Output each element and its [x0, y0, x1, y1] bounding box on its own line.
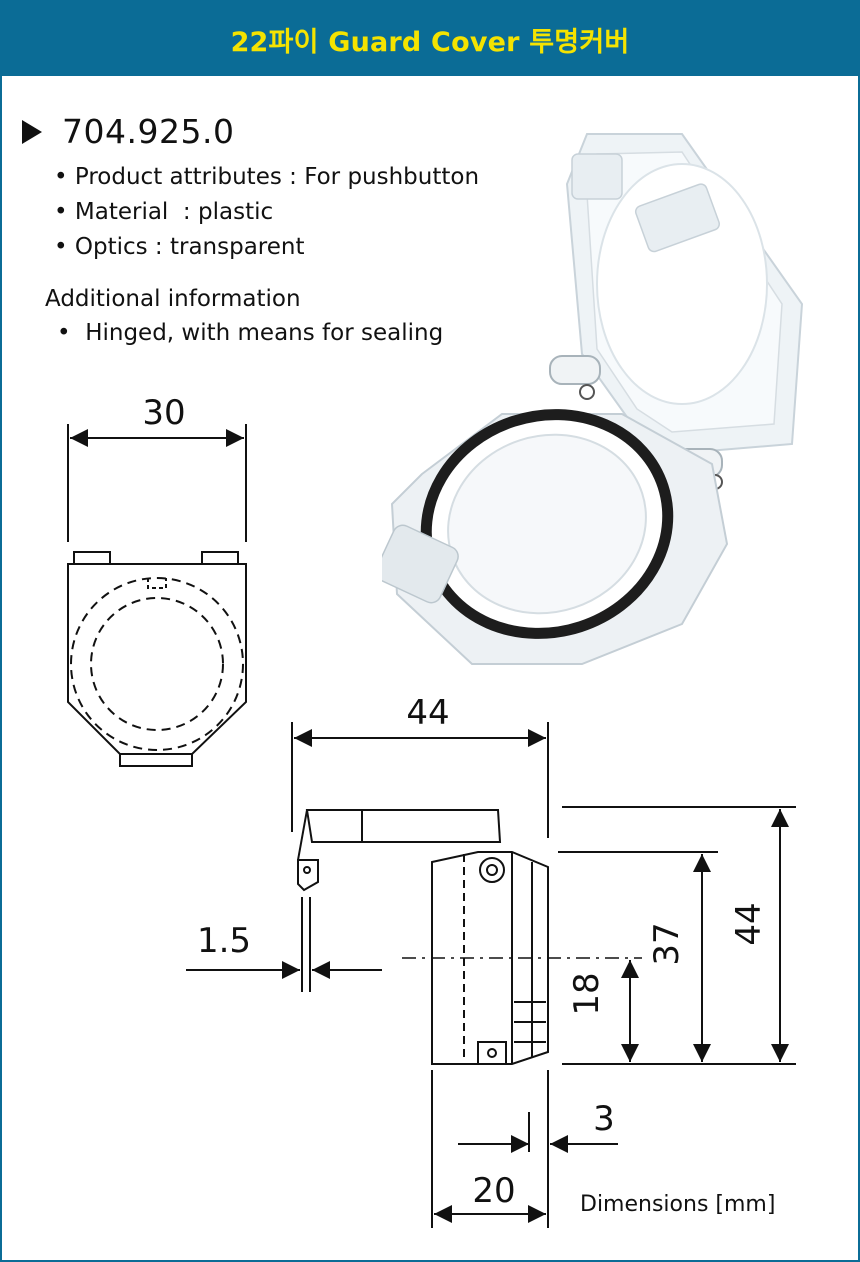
additional-info-item: • Hinged, with means for sealing — [57, 320, 444, 346]
dim-front-width: 30 — [142, 393, 185, 433]
attribute-material: • Material : plastic — [54, 199, 274, 225]
side-view — [186, 722, 796, 1228]
guard-lid — [565, 133, 804, 456]
attribute-optics: • Optics : transparent — [54, 234, 305, 260]
play-triangle-icon — [22, 119, 42, 144]
dim-inner-height: 37 — [647, 922, 687, 965]
dimensions-unit-note: Dimensions [mm] — [580, 1192, 776, 1217]
product-code-row: 704.925.0 — [22, 112, 234, 151]
dim-lip: 3 — [593, 1099, 615, 1139]
header-title: 22파이 Guard Cover 투명커버 — [230, 26, 630, 58]
dim-hinge-thickness: 1.5 — [197, 921, 251, 961]
dim-side-width: 44 — [406, 693, 449, 733]
product-code: 704.925.0 — [62, 112, 235, 151]
additional-info-title: Additional information — [45, 286, 301, 312]
product-photo — [382, 133, 804, 665]
dim-depth: 20 — [472, 1171, 515, 1211]
dim-total-height: 44 — [729, 902, 769, 945]
dim-center-height: 18 — [567, 972, 607, 1015]
header-bar: 22파이 Guard Cover 투명커버 — [2, 2, 858, 76]
attribute-product: • Product attributes : For pushbutton — [54, 164, 480, 190]
guard-base — [382, 409, 729, 665]
front-view — [67, 424, 247, 767]
